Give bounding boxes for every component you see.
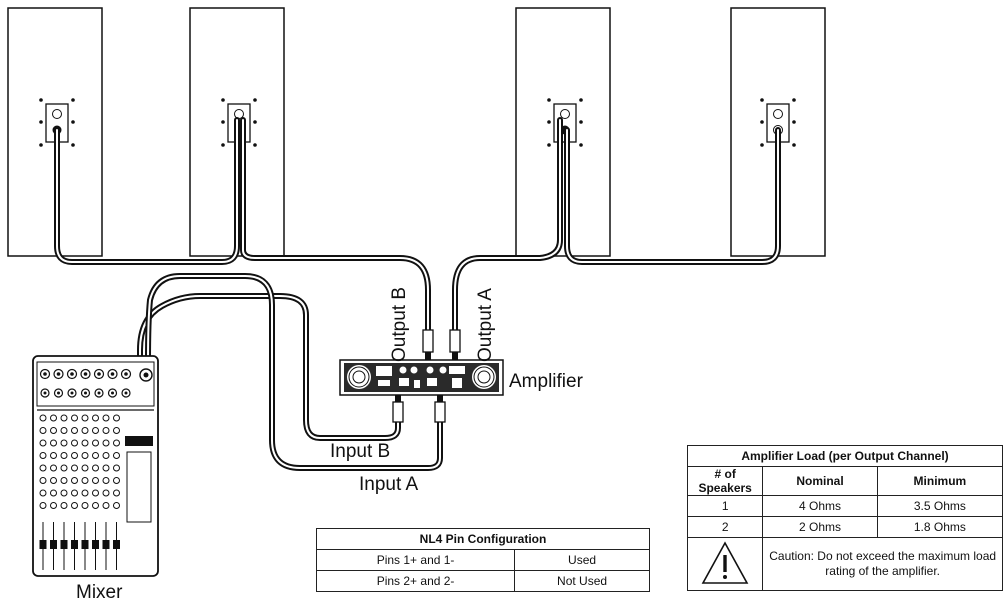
speakers-cell: 2 <box>686 516 764 538</box>
nl4-pin-configuration-table: NL4 Pin Configuration Pins 1+ and 1- Use… <box>315 528 650 592</box>
load-table-title: Amplifier Load (per Output Channel) <box>687 445 1003 467</box>
minimum-cell: 3.5 Ohms <box>876 495 1004 517</box>
table-row: Pins 1+ and 1- Used <box>315 549 650 571</box>
table-row: 1 4 Ohms 3.5 Ohms <box>686 495 1004 517</box>
cable-input-b <box>137 293 401 441</box>
input-b-connector <box>392 394 404 423</box>
table-row: 2 2 Ohms 1.8 Ohms <box>686 516 1004 538</box>
mixer-unit <box>32 355 159 577</box>
amplifier-label: Amplifier <box>509 371 584 392</box>
warning-icon-cell <box>686 537 764 591</box>
output-b-connector <box>422 329 434 360</box>
nl4-status-cell: Used <box>514 549 650 571</box>
nl4-pins-cell: Pins 1+ and 1- <box>315 549 516 571</box>
minimum-cell: 1.8 Ohms <box>876 516 1004 538</box>
nl4-table-title: NL4 Pin Configuration <box>316 528 650 550</box>
col-header-nominal: Nominal <box>762 466 878 496</box>
cable-speaker1-speaker2 <box>54 117 240 265</box>
mixer-label: Mixer <box>76 582 123 603</box>
output-b-label: Output B <box>389 287 410 362</box>
nominal-cell: 4 Ohms <box>762 495 878 517</box>
nl4-status-cell: Not Used <box>514 570 650 592</box>
cable-speaker3-speaker4 <box>564 127 781 265</box>
speakers-cell: 1 <box>686 495 764 517</box>
col-header-speakers: # of Speakers <box>686 466 764 496</box>
cable-speaker3-output-a <box>452 117 563 333</box>
output-a-connector <box>449 329 461 360</box>
nl4-pins-cell: Pins 2+ and 2- <box>315 570 516 592</box>
amplifier-load-table: Amplifier Load (per Output Channel) # of… <box>686 445 1004 591</box>
cable-speaker2-output-b <box>240 117 431 333</box>
caution-text: Caution: Do not exceed the maximum load … <box>762 537 1003 591</box>
amplifier-unit <box>339 359 504 396</box>
mixer-channel-strips <box>39 414 120 570</box>
output-a-label: Output A <box>475 288 496 362</box>
input-b-label: Input B <box>330 441 390 462</box>
warning-icon <box>701 540 749 584</box>
mixer-input-jacks <box>39 368 153 398</box>
col-header-minimum: Minimum <box>876 466 1004 496</box>
table-row: Pins 2+ and 2- Not Used <box>315 570 650 592</box>
input-a-label: Input A <box>359 474 418 495</box>
nominal-cell: 2 Ohms <box>762 516 878 538</box>
cable-input-a <box>145 273 443 471</box>
input-a-connector <box>434 394 446 423</box>
